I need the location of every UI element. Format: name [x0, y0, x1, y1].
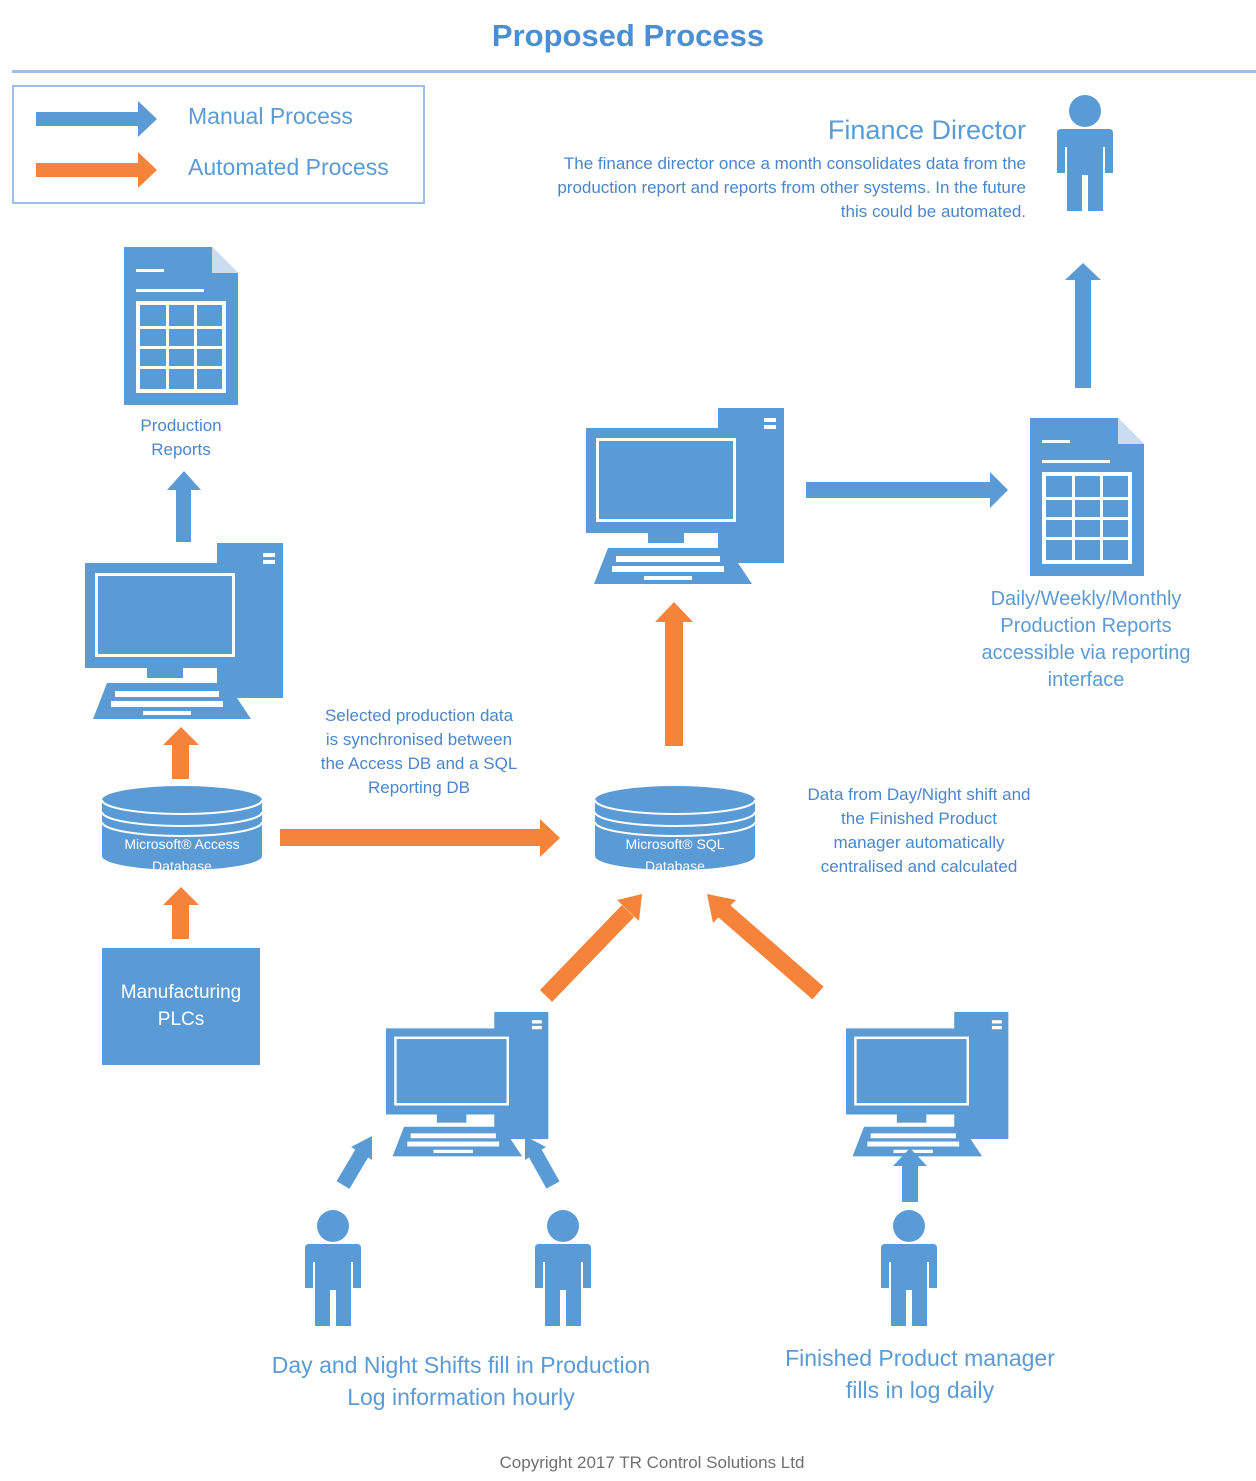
copyright: Copyright 2017 TR Control Solutions Ltd — [499, 1453, 805, 1472]
arrow-computer-to-reports-icon — [167, 471, 201, 542]
legend-manual-arrow-icon — [36, 101, 157, 137]
arrow-manager-to-computer-icon — [893, 1148, 927, 1202]
day-shift-person-icon — [305, 1210, 361, 1326]
arrow-night-shift-to-computer-icon — [525, 1136, 560, 1189]
night-shift-person-icon — [535, 1210, 591, 1326]
arrow-shifts-to-sql-icon — [539, 894, 642, 1002]
finance-director-person-icon — [1057, 95, 1113, 211]
plcs-label: Manufacturing PLCs — [120, 982, 242, 1030]
central-note: Data from Day/Night shift and the Finish… — [807, 785, 1031, 876]
arrow-sql-to-computer-icon — [655, 602, 693, 746]
access-db-brand: Microsoft® Access — [124, 836, 240, 852]
production-reports-label: Production Reports — [140, 416, 222, 459]
sync-note: Selected production data is synchronised… — [320, 706, 518, 797]
plcs-box — [102, 948, 260, 1065]
finance-director-title: Finance Director — [827, 115, 1026, 145]
manager-computer-icon — [846, 1012, 1009, 1157]
legend-manual-label: Manual Process — [188, 103, 353, 129]
daily-reports-label: Daily/Weekly/Monthly Production Reports … — [981, 588, 1191, 691]
shifts-computer-icon — [386, 1012, 549, 1157]
reporting-computer-icon — [586, 408, 784, 584]
daily-reports-document-icon — [1030, 418, 1144, 576]
manager-note: Finished Product manager fills in log da… — [785, 1345, 1055, 1403]
product-manager-person-icon — [881, 1210, 937, 1326]
arrow-day-shift-to-computer-icon — [336, 1136, 372, 1189]
legend-automated-arrow-icon — [36, 152, 157, 188]
plc-computer-icon — [85, 543, 283, 719]
arrow-computer-to-daily-reports-icon — [806, 472, 1008, 508]
page-title: Proposed Process — [491, 18, 765, 53]
arrow-manager-to-sql-icon — [707, 894, 824, 1000]
shifts-note: Day and Night Shifts fill in Production … — [271, 1352, 651, 1410]
legend-box — [12, 85, 425, 204]
arrow-plcs-to-access-icon — [163, 887, 199, 939]
sql-db-label: Database — [645, 858, 705, 874]
header-divider — [12, 70, 1256, 73]
finance-director-description: The finance director once a month consol… — [557, 154, 1026, 221]
arrow-access-to-sql-icon — [280, 819, 560, 857]
sql-db-brand: Microsoft® SQL — [625, 836, 725, 852]
arrow-reports-to-finance-icon — [1065, 263, 1101, 388]
arrow-access-to-computer-icon — [163, 727, 199, 779]
access-db-label: Database — [152, 858, 212, 874]
production-reports-document-icon — [124, 247, 238, 405]
legend-automated-label: Automated Process — [188, 154, 389, 180]
